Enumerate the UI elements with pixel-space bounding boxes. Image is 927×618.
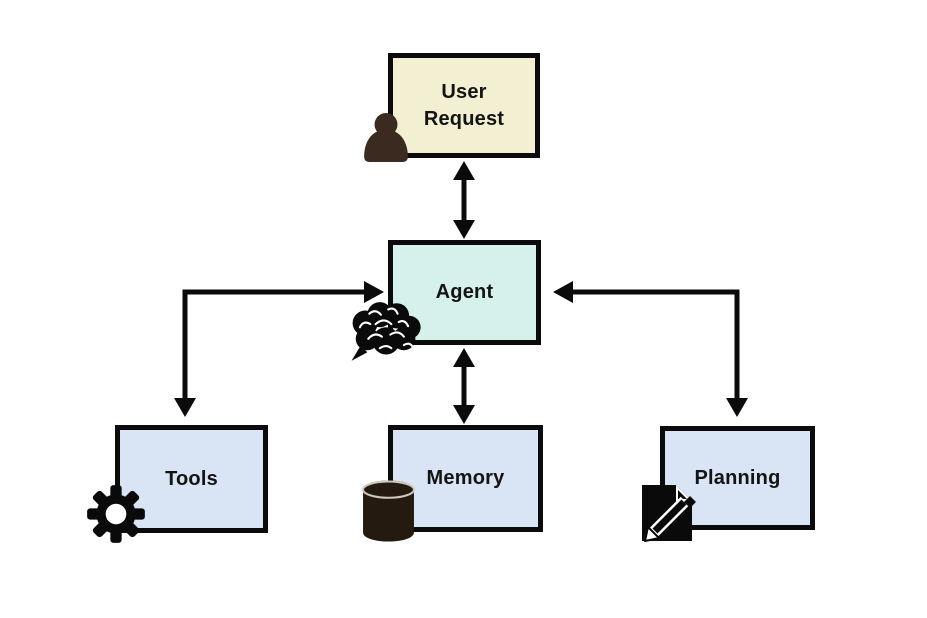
- database-icon: [361, 479, 416, 543]
- edge-user-agent: [453, 161, 475, 239]
- node-user-request-label: User Request: [423, 80, 505, 130]
- node-tools-label: Tools: [165, 467, 218, 490]
- edge-agent-memory: [453, 348, 475, 424]
- brain-icon: [344, 299, 424, 366]
- edge-agent-planning: [553, 281, 748, 417]
- document-pencil-icon: [639, 477, 705, 547]
- node-agent-label: Agent: [435, 281, 494, 303]
- gear-icon: [83, 481, 149, 547]
- node-planning: Planning: [660, 426, 815, 530]
- node-user-request: User Request: [388, 53, 540, 158]
- node-memory-label: Memory: [426, 467, 505, 489]
- person-icon: [358, 112, 414, 162]
- node-planning-label: Planning: [694, 466, 781, 489]
